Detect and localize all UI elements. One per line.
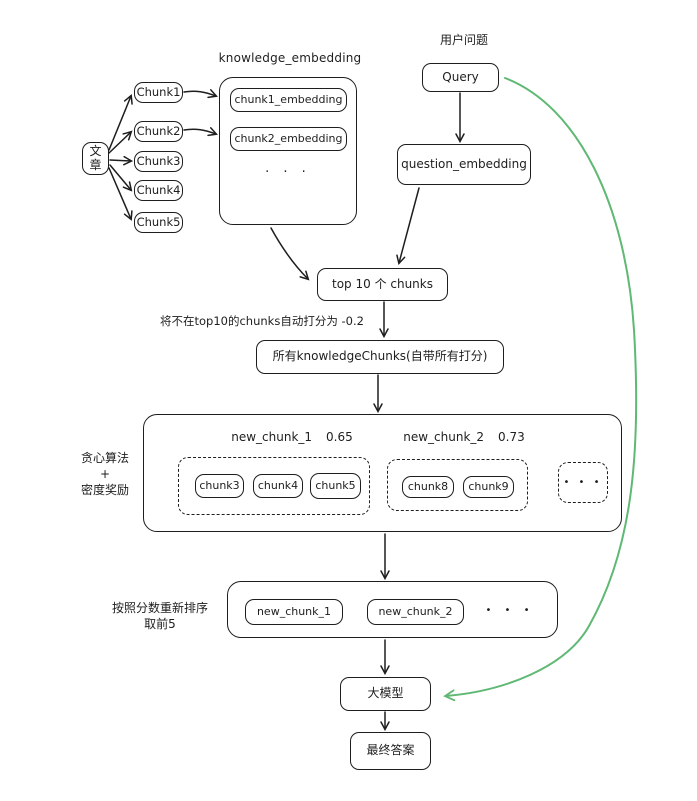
query-node: Query (422, 63, 499, 92)
chunk1-embedding-label: chunk1_embedding (234, 92, 343, 106)
group2-chunk8-node: chunk8 (402, 476, 454, 498)
chunk5-node: Chunk5 (134, 212, 183, 233)
group1-chunk3-node: chunk3 (195, 474, 244, 498)
chunk2-embedding-label: chunk2_embedding (234, 131, 343, 145)
arrow-chunk1-embedding (183, 91, 216, 96)
arrow-doc-chunk2 (108, 132, 131, 154)
final-answer-label: 最终答案 (366, 743, 415, 758)
all-knowledge-chunks-node: 所有knowledgeChunks(自带所有打分) (256, 340, 504, 374)
group1-score: 0.65 (326, 430, 353, 444)
group1-name: new_chunk_1 (231, 430, 313, 444)
doc-label: 文 章 (89, 143, 102, 172)
groups-ellipsis: • • • (563, 476, 603, 488)
top10-node: top 10 个 chunks (317, 268, 448, 301)
chunk2-label: Chunk2 (136, 123, 181, 138)
rerank-item2-node: new_chunk_2 (367, 599, 464, 625)
group1-dashed-box (178, 457, 370, 515)
llm-label: 大模型 (367, 686, 404, 701)
all-knowledge-chunks-label: 所有knowledgeChunks(自带所有打分) (272, 349, 488, 364)
arrow-knowledge-top10 (270, 227, 308, 279)
query-label: Query (442, 69, 479, 84)
group1-title: new_chunk_1 0.65 (231, 430, 353, 444)
chunk1-embedding-node: chunk1_embedding (230, 88, 347, 112)
llm-node: 大模型 (340, 677, 431, 711)
group1-chunk5-node: chunk5 (310, 473, 361, 499)
group2-chunk9-node: chunk9 (463, 476, 514, 498)
question-embedding-node: question_embedding (397, 144, 531, 185)
arrow-chunk2-embedding (183, 129, 216, 134)
arrow-qembedding-top10 (399, 187, 420, 263)
group2-name: new_chunk_2 (403, 430, 485, 444)
grouping-container (143, 414, 622, 532)
rerank-ellipsis: • • • (485, 605, 535, 616)
user-question-label: 用户问题 (439, 33, 488, 47)
question-embedding-label: question_embedding (401, 156, 527, 171)
greedy-side-label: 贪心算法 + 密度奖励 (80, 451, 129, 498)
group2-chunk8-label: chunk8 (407, 479, 449, 493)
chunk3-label: Chunk3 (136, 153, 181, 168)
rerank-item1-node: new_chunk_1 (245, 599, 343, 625)
arrow-doc-chunk3 (109, 160, 131, 161)
rerank-item2-label: new_chunk_2 (378, 604, 453, 618)
arrow-doc-chunk4 (109, 164, 131, 190)
group1-chunk4-node: chunk4 (253, 474, 303, 498)
chunk1-node: Chunk1 (134, 82, 183, 103)
chunk4-label: Chunk4 (136, 182, 181, 197)
top10-label: top 10 个 chunks (332, 276, 433, 291)
chunk1-label: Chunk1 (136, 84, 181, 99)
arrow-doc-chunk5 (108, 167, 131, 219)
knowledge-ellipsis: . . . (265, 161, 311, 176)
chunk5-label: Chunk5 (136, 214, 181, 229)
chunk2-embedding-node: chunk2_embedding (230, 127, 347, 151)
knowledge-embedding-title: knowledge_embedding (218, 51, 362, 65)
chunk4-node: Chunk4 (134, 180, 183, 201)
chunk2-node: Chunk2 (134, 121, 183, 142)
group2-score: 0.73 (498, 430, 525, 444)
final-answer-node: 最终答案 (350, 732, 431, 770)
group2-title: new_chunk_2 0.73 (403, 430, 525, 444)
doc-node: 文 章 (82, 142, 109, 175)
chunk3-node: Chunk3 (134, 151, 183, 172)
group1-chunk3-label: chunk3 (199, 478, 240, 492)
group2-chunk9-label: chunk9 (468, 479, 509, 493)
groups-ellipsis-box: • • • (558, 462, 608, 503)
score-note: 将不在top10的chunks自动打分为 -0.2 (160, 314, 364, 328)
rerank-side-label: 按照分数重新排序 取前5 (111, 601, 208, 632)
group1-chunk5-label: chunk5 (315, 478, 356, 492)
group1-chunk4-label: chunk4 (257, 478, 299, 492)
group2-dashed-box (387, 459, 528, 511)
rerank-item1-label: new_chunk_1 (256, 604, 332, 618)
arrow-doc-chunk1 (108, 96, 131, 151)
